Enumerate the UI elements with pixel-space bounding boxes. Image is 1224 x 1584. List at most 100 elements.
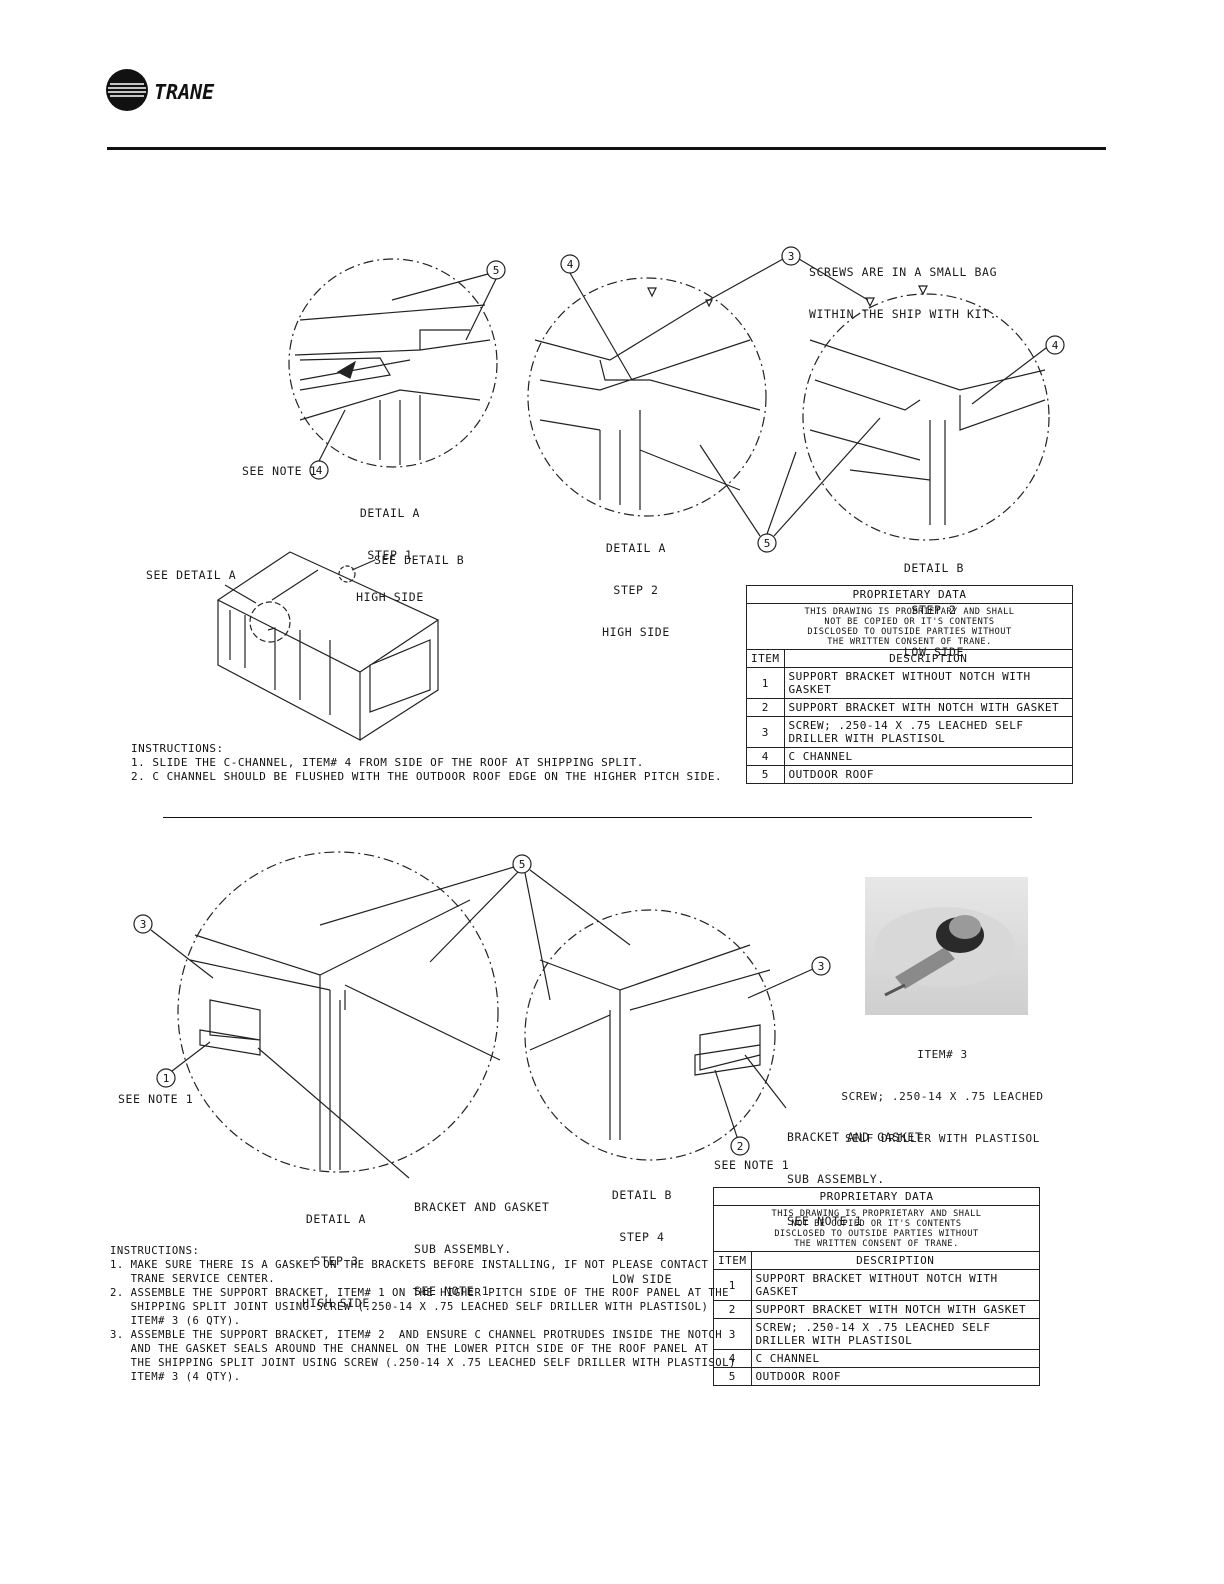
detail-a-step1-label: DETAIL A STEP 1 HIGH SIDE: [338, 478, 442, 618]
label-line: HIGH SIDE: [356, 590, 424, 604]
item-cell: 5: [746, 765, 785, 784]
label-line: DETAIL B: [611, 1188, 673, 1202]
photo-caption: ITEM# 3 SCREW; .250-14 X .75 LEACHED SEL…: [840, 1020, 1045, 1160]
label-line: DETAIL A: [359, 506, 421, 520]
svg-text:3: 3: [140, 918, 147, 931]
label-line: HIGH SIDE: [602, 625, 670, 639]
notice-line: THIS DRAWING IS PROPRIETARY AND SHALL: [771, 1209, 982, 1219]
brand-wordmark: TRANE: [154, 80, 215, 104]
proprietary-data-table-bottom: PROPRIETARY DATA THIS DRAWING IS PROPRIE…: [713, 1187, 1040, 1386]
desc-cell: SUPPORT BRACKET WITHOUT NOTCH WITH GASKE…: [750, 1269, 1040, 1301]
instruction-line: ITEM# 3 (4 QTY).: [110, 1371, 241, 1383]
desc-cell: C CHANNEL: [750, 1349, 1040, 1368]
item-cell: 5: [713, 1367, 752, 1386]
notice-line: DISCLOSED TO OUTSIDE PARTIES WITHOUT: [774, 1229, 979, 1239]
svg-text:5: 5: [764, 537, 771, 550]
instruction-line: ITEM# 3 (6 QTY).: [110, 1315, 241, 1327]
screw-photo: [865, 877, 1028, 1015]
bottom-drawings: 533 12: [133, 851, 831, 1179]
section-divider: [163, 817, 1032, 818]
see-note-1-bottom-left: SEE NOTE 1: [118, 1092, 194, 1106]
caption-line: SCREW; .250-14 X .75 LEACHED: [841, 1090, 1044, 1103]
svg-text:4: 4: [316, 464, 323, 477]
label-line: LOW SIDE: [611, 1272, 673, 1286]
instruction-line: 3. ASSEMBLE THE SUPPORT BRACKET, ITEM# 2…: [110, 1329, 723, 1341]
svg-text:3: 3: [818, 960, 825, 973]
notice-line: THE WRITTEN CONSENT OF TRANE.: [827, 637, 992, 647]
svg-text:5: 5: [493, 264, 500, 277]
notice-line: THIS DRAWING IS PROPRIETARY AND SHALL: [804, 607, 1015, 617]
proprietary-data-table-top: PROPRIETARY DATA THIS DRAWING IS PROPRIE…: [746, 585, 1073, 784]
instruction-line: AND THE GASKET SEALS AROUND THE CHANNEL …: [110, 1343, 709, 1355]
label-line: DETAIL A: [305, 1212, 367, 1226]
label-line: STEP 3: [313, 1254, 359, 1268]
desc-cell: OUTDOOR ROOF: [783, 765, 1073, 784]
callout-line: BRACKET AND GASKET: [787, 1130, 923, 1144]
col-item-header: ITEM: [713, 1251, 752, 1270]
instruction-heading: INSTRUCTIONS:: [131, 742, 224, 755]
label-line: STEP 1: [367, 548, 413, 562]
instruction-line: 1. MAKE SURE THERE IS A GASKET ON THE BR…: [110, 1259, 709, 1271]
item-cell: 4: [713, 1349, 752, 1368]
trane-logo-mark: TRANE: [106, 69, 215, 111]
header-rule: [107, 147, 1106, 150]
col-item-header: ITEM: [746, 649, 785, 668]
label-line: STEP 4: [619, 1230, 665, 1244]
label-line: STEP 2: [613, 583, 659, 597]
col-desc-header: DESCRIPTION: [750, 1251, 1040, 1270]
callout-line: SUB ASSEMBLY.: [414, 1242, 512, 1256]
table-notice: THIS DRAWING IS PROPRIETARY AND SHALL NO…: [713, 1205, 1040, 1252]
detail-a-step2-label: DETAIL A STEP 2 HIGH SIDE: [584, 513, 688, 653]
instruction-line: 1. SLIDE THE C-CHANNEL, ITEM# 4 FROM SID…: [131, 756, 644, 769]
table-notice: THIS DRAWING IS PROPRIETARY AND SHALL NO…: [746, 603, 1073, 650]
screws-note: SCREWS ARE IN A SMALL BAG WITHIN THE SHI…: [809, 237, 997, 335]
instruction-line: SHIPPING SPLIT JOINT USING SCREW (.250-1…: [110, 1301, 709, 1313]
see-note-1-top: SEE NOTE 1: [242, 464, 318, 478]
detail-b-step2-circle: [802, 293, 1050, 541]
callout-line: BRACKET AND GASKET: [414, 1200, 550, 1214]
item-cell: 3: [713, 1318, 752, 1350]
caption-line: SELF DRILLER WITH PLASTISOL: [844, 1132, 1040, 1145]
desc-line: DRILLER WITH PLASTISOL: [788, 732, 946, 745]
see-note-1-bottom-right: SEE NOTE 1: [714, 1158, 790, 1172]
label-line: DETAIL B: [903, 561, 965, 575]
item-cell: 2: [746, 698, 785, 717]
notice-line: DISCLOSED TO OUTSIDE PARTIES WITHOUT: [807, 627, 1012, 637]
detail-a-step3-label: DETAIL A STEP 3 HIGH SIDE: [284, 1184, 388, 1324]
callout-line: SEE NOTE 1: [414, 1284, 490, 1298]
desc-cell: OUTDOOR ROOF: [750, 1367, 1040, 1386]
bottom-instructions: INSTRUCTIONS: 1. MAKE SURE THERE IS A GA…: [110, 1244, 736, 1384]
item-cell: 1: [746, 667, 785, 699]
instruction-line: THE SHIPPING SPLIT JOINT USING SCREW (.2…: [110, 1357, 736, 1369]
item-cell: 4: [746, 747, 785, 766]
svg-text:4: 4: [567, 258, 574, 271]
desc-cell: C CHANNEL: [783, 747, 1073, 766]
svg-text:4: 4: [1052, 339, 1059, 352]
label-line: HIGH SIDE: [302, 1296, 370, 1310]
notice-line: NOT BE COPIED OR IT'S CONTENTS: [791, 1219, 962, 1229]
see-detail-b: SEE DETAIL B: [374, 553, 465, 567]
instruction-heading: INSTRUCTIONS:: [110, 1245, 200, 1257]
svg-text:5: 5: [519, 858, 526, 871]
detail-a-step1-circle: [288, 258, 498, 468]
item-cell: 2: [713, 1300, 752, 1319]
desc-line: DRILLER WITH PLASTISOL: [755, 1334, 913, 1347]
callout-line: SUB ASSEMBLY.: [787, 1172, 885, 1186]
screws-note-line2: WITHIN THE SHIP WITH KIT.: [809, 307, 998, 321]
item-cell: 3: [746, 716, 785, 748]
notice-line: THE WRITTEN CONSENT OF TRANE.: [794, 1239, 959, 1249]
item-cell: 1: [713, 1269, 752, 1301]
desc-cell: SUPPORT BRACKET WITH NOTCH WITH GASKET: [750, 1300, 1040, 1319]
detail-a-step3-circle: [177, 851, 499, 1173]
notice-line: NOT BE COPIED OR IT'S CONTENTS: [824, 617, 995, 627]
